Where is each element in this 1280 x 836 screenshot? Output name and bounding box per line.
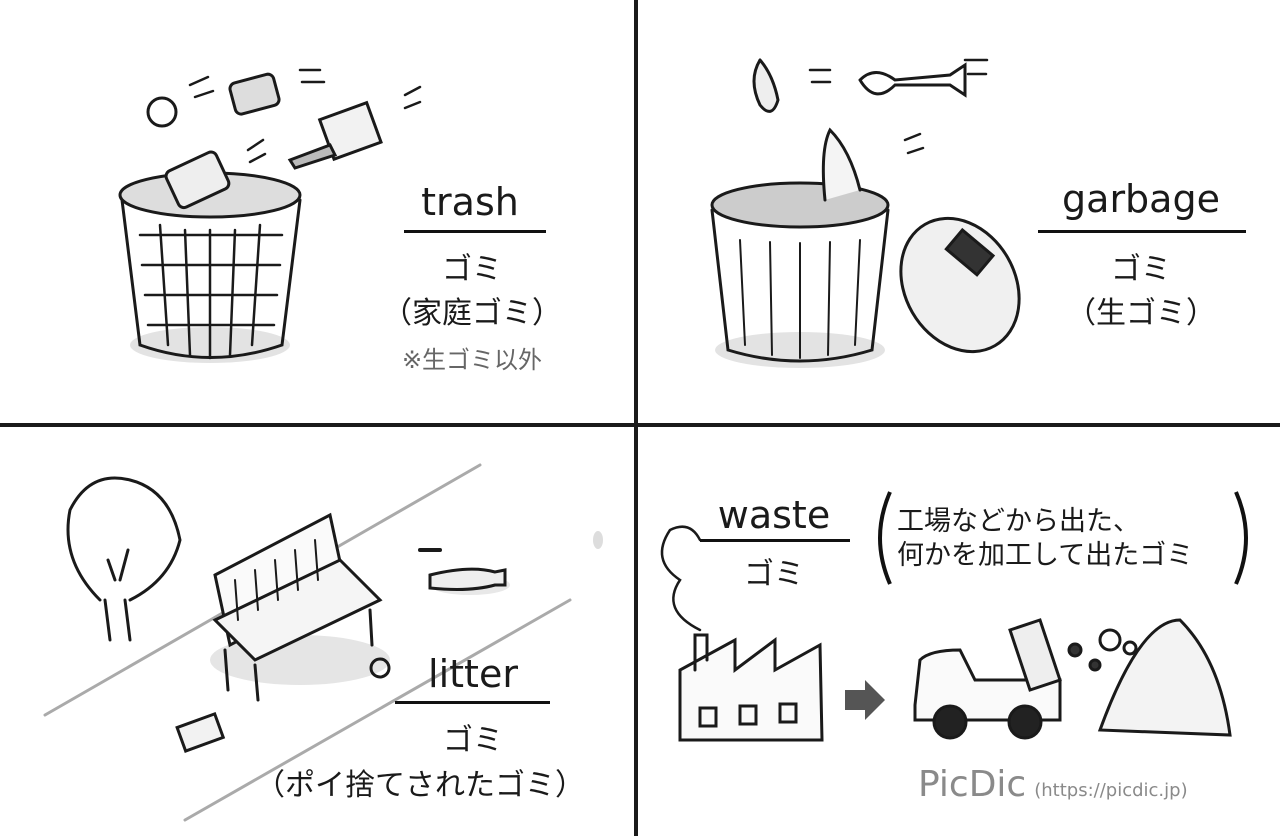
detail-waste-line1: 工場などから出た、 xyxy=(897,506,1140,537)
credit: PicDic (https://picdic.jp) xyxy=(918,764,1188,805)
word-underline xyxy=(700,539,850,542)
factory-waste-illustration xyxy=(660,525,1232,742)
brand-logo: PicDic xyxy=(918,764,1027,805)
word-underline xyxy=(404,230,546,233)
meaning-waste: ゴミ xyxy=(744,557,804,592)
garbage-can-illustration xyxy=(710,58,1021,368)
right-paren xyxy=(1234,491,1248,585)
credit-url: (https://picdic.jp) xyxy=(1034,780,1188,801)
detail-waste: 工場などから出た、 何かを加工して出たゴミ xyxy=(897,505,1193,573)
note-trash: ※生ゴミ以外 xyxy=(401,346,543,374)
word-waste: waste xyxy=(717,493,831,537)
word-underline xyxy=(395,701,550,704)
word-garbage: garbage xyxy=(1062,177,1220,221)
detail-litter: （ポイ捨てされたゴミ） xyxy=(255,768,585,803)
park-litter-illustration xyxy=(43,463,603,822)
trash-can-illustration xyxy=(118,68,422,363)
detail-waste-line2: 何かを加工して出たゴミ xyxy=(897,540,1194,571)
word-underline xyxy=(1038,230,1246,233)
detail-garbage: （生ゴミ） xyxy=(1066,296,1216,331)
meaning-trash: ゴミ xyxy=(442,252,502,287)
word-litter: litter xyxy=(428,652,518,696)
meaning-litter: ゴミ xyxy=(443,723,503,758)
word-trash: trash xyxy=(421,180,519,224)
detail-trash: （家庭ゴミ） xyxy=(382,296,562,331)
meaning-garbage: ゴミ xyxy=(1111,252,1171,287)
left-paren xyxy=(878,491,892,585)
